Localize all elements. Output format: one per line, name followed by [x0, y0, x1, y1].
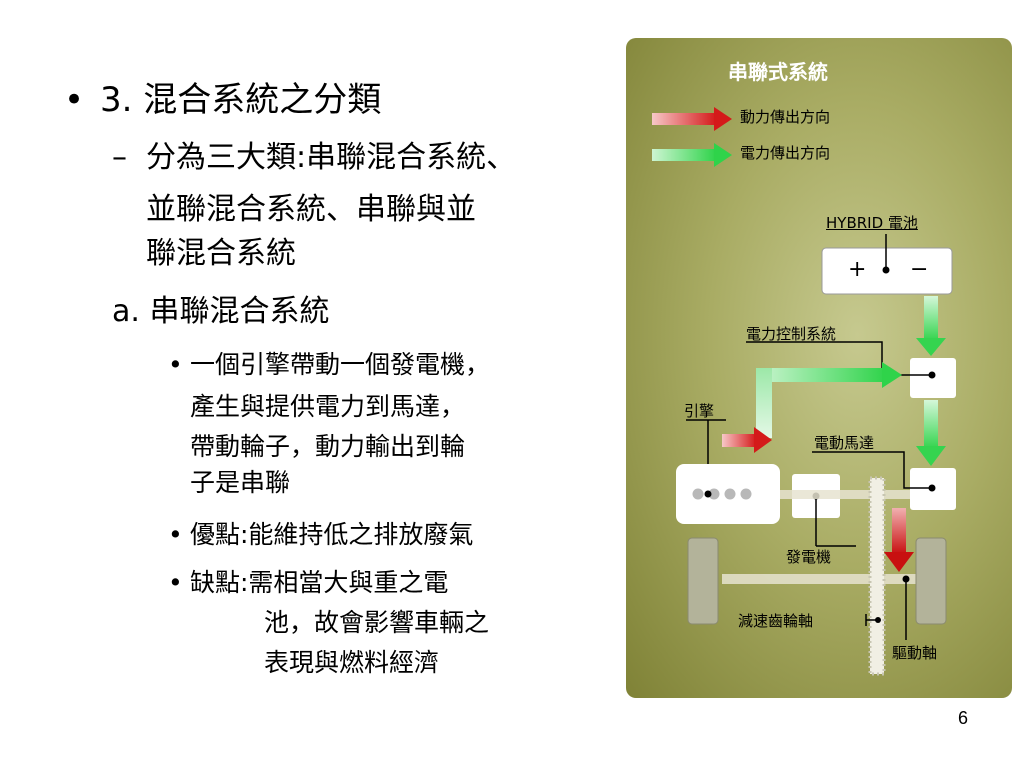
item-3-line-3: 表現與燃料經濟 [264, 648, 440, 677]
engine-label: 引擎 [684, 402, 715, 420]
arrow-control-to-motor [924, 400, 938, 448]
arrow-generator-to-control [756, 368, 886, 382]
diagram-graphics [652, 107, 956, 676]
section-title: a. 串聯混合系統 [112, 294, 330, 329]
subpoint-line-1: 分為三大類:串聯混合系統、 [146, 140, 517, 175]
drive-shaft-label: 驅動軸 [892, 644, 938, 662]
motor-label: 電動馬達 [814, 434, 875, 452]
subpoint-line-3: 聯混合系統 [146, 236, 296, 271]
item-1-line-4: 子是串聯 [190, 468, 291, 497]
subpoint-line-2: 並聯混合系統、串聯與並 [146, 192, 476, 227]
motor-leader [812, 451, 932, 489]
heading-bullet: • [64, 80, 85, 120]
battery-dot [882, 266, 890, 274]
heading-text: 3. 混合系統之分類 [100, 80, 382, 120]
page-number: 6 [957, 708, 968, 728]
drive-axle [722, 574, 936, 584]
wheel-left [687, 537, 719, 625]
item-1-bullet: • [168, 350, 183, 379]
legend-power-arrow [652, 107, 732, 131]
arrow-battery-to-control [924, 296, 938, 340]
arrow-engine-to-generator [722, 434, 756, 447]
wheel-right [915, 537, 947, 625]
series-hybrid-diagram: 串聯式系統 動力傳出方向 電力傳出方向 HYBRID 電池 + − 電力控制系統… [626, 38, 1012, 698]
item-3-line-1: 缺點:需相當大與重之電 [190, 568, 449, 597]
legend-electric-label: 電力傳出方向 [740, 144, 831, 162]
reduction-gear [870, 478, 884, 674]
battery-minus: − [910, 257, 929, 282]
item-1-line-2: 產生與提供電力到馬達， [190, 392, 466, 421]
power-control-label: 電力控制系統 [746, 325, 837, 343]
item-3-bullet: • [168, 568, 183, 597]
item-1-line-1: 一個引擎帶動一個發電機， [190, 350, 491, 379]
arrow-motor-to-shaft [892, 508, 906, 554]
generator-label: 發電機 [786, 548, 832, 566]
battery-label: HYBRID 電池 [826, 214, 918, 232]
diagram-title: 串聯式系統 [728, 60, 828, 84]
battery-plus: + [848, 257, 867, 282]
slide-content: • 3. 混合系統之分類 – 分為三大類:串聯混合系統、 並聯混合系統、串聯與並… [64, 80, 517, 677]
item-2-line-1: 優點:能維持低之排放廢氣 [190, 520, 474, 549]
item-3-line-2: 池，故會影響車輛之 [264, 608, 490, 637]
subpoint-dash: – [112, 140, 127, 175]
legend-electric-arrow [652, 143, 732, 167]
legend-power-label: 動力傳出方向 [740, 108, 831, 126]
item-2-bullet: • [168, 520, 183, 549]
item-1-line-3: 帶動輪子，動力輸出到輪 [190, 432, 466, 461]
reduction-gear-label: 減速齒輪軸 [738, 612, 814, 630]
power-control-leader [746, 341, 932, 376]
